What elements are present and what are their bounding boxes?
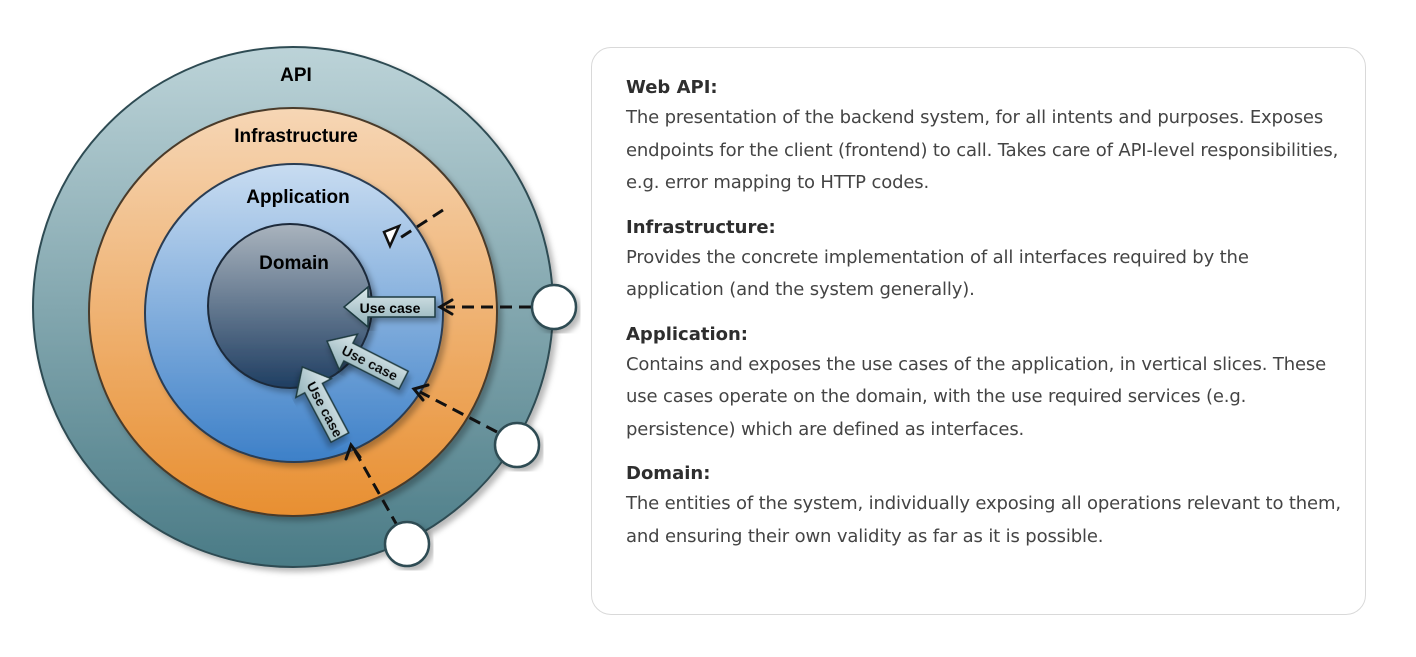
section-title-infrastructure: Infrastructure:: [626, 216, 776, 238]
use-case-arrow-1: Use case: [342, 285, 436, 329]
arrowheads: [344, 298, 454, 461]
domain-label: Domain: [259, 253, 329, 274]
section-infrastructure: Infrastructure: Provides the concrete im…: [626, 214, 1345, 307]
interface-endpoint-right: [530, 283, 578, 331]
interface-endpoint-bottom: [383, 520, 431, 568]
arrowhead-right-icon: [437, 298, 454, 316]
dependency-arrow-top: [399, 208, 444, 240]
onion-architecture-diagram: API Infrastructure Application Domain Us…: [0, 0, 590, 657]
description-panel: Web API: The presentation of the backend…: [591, 47, 1366, 615]
section-body-web-api: The presentation of the backend system, …: [626, 107, 1339, 193]
section-body-domain: The entities of the system, individually…: [626, 493, 1341, 547]
arrowhead-lower-right-icon: [411, 383, 430, 402]
section-web-api: Web API: The presentation of the backend…: [626, 74, 1345, 200]
infrastructure-ring-label: Infrastructure: [234, 126, 358, 147]
section-body-application: Contains and exposes the use cases of th…: [626, 353, 1327, 440]
open-arrowhead-icon: [382, 223, 402, 250]
section-body-infrastructure: Provides the concrete implementation of …: [626, 246, 1249, 301]
application-ring-label: Application: [246, 187, 349, 208]
section-title-web-api: Web API:: [626, 77, 718, 98]
section-title-domain: Domain:: [626, 463, 711, 484]
dependency-arrow-bottom: [353, 450, 400, 528]
section-title-application: Application:: [626, 323, 749, 345]
section-application: Application: Contains and exposes the us…: [626, 321, 1345, 447]
section-domain: Domain: The entities of the system, indi…: [626, 460, 1345, 553]
use-case-label-1: Use case: [360, 300, 421, 316]
api-ring-label: API: [280, 65, 312, 86]
diagram-canvas: API Infrastructure Application Domain Us…: [32, 46, 578, 568]
dependency-arrow-lower-right: [419, 390, 498, 434]
dependency-arrows: [353, 208, 531, 528]
interface-endpoint-lower-right: [493, 421, 541, 469]
arrowhead-bottom-icon: [344, 441, 362, 461]
